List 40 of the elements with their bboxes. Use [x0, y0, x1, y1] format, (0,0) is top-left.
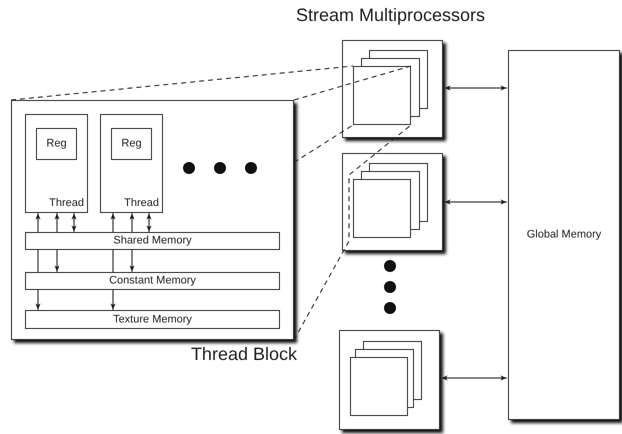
thread-box [100, 114, 163, 213]
thread-label: Thread [49, 198, 84, 209]
box-label: Texture Memory [112, 314, 193, 325]
box-label: Reg [120, 138, 143, 150]
arrow [54, 250, 60, 272]
processor-square [353, 179, 411, 238]
arrow [440, 376, 508, 380]
processor-square [350, 357, 408, 416]
arrow [130, 250, 134, 272]
box-label: Shared Memory [112, 236, 193, 246]
arrow [130, 212, 134, 232]
zoom-line [294, 124, 412, 340]
arrow [110, 290, 116, 310]
multiprocessor-box [342, 40, 443, 138]
arrow [146, 212, 152, 232]
column-heading: Stream Multiprocessors [296, 6, 486, 24]
memory-column [508, 50, 620, 420]
box-label: Reg [45, 138, 68, 150]
box-label: Global Memory [526, 230, 602, 240]
memory-bar [25, 272, 280, 290]
arrow [72, 212, 76, 232]
arrow [110, 212, 116, 232]
zoom-line [294, 124, 354, 163]
arrow [444, 200, 508, 204]
memory-bar [25, 310, 280, 329]
register-box [36, 128, 77, 160]
register-box [111, 128, 152, 160]
arrow [36, 290, 40, 310]
block-caption: Thread Block [190, 345, 297, 363]
multiprocessor-box [339, 330, 440, 430]
zoom-line [10, 66, 354, 100]
thread-label: Thread [124, 198, 159, 209]
processor-square [353, 66, 411, 125]
arrow [54, 212, 60, 232]
thread-box [25, 114, 88, 213]
arrow [444, 86, 508, 90]
box-label: Constant Memory [108, 276, 197, 286]
arrow [36, 212, 40, 232]
multiprocessor-box [342, 153, 443, 251]
memory-bar [25, 232, 280, 250]
